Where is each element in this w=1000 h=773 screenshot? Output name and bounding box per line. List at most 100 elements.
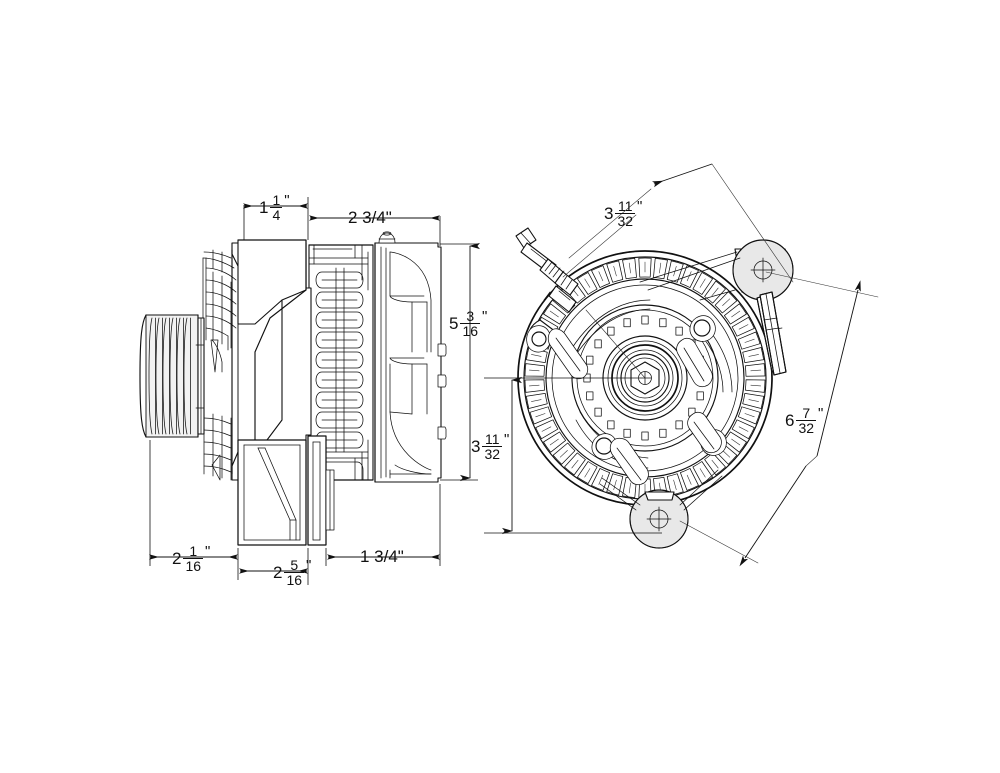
vent-fin-rib <box>699 278 706 288</box>
dim-text: 2 3/4" <box>348 208 392 227</box>
vent-fin <box>742 393 764 409</box>
vent-fin <box>529 406 553 425</box>
dim-fraction: 1 4 <box>270 192 283 223</box>
rear-cover <box>374 231 447 483</box>
dim-label-side-height: 5 3 16 " <box>449 309 487 338</box>
mount-ear-upper-right <box>676 315 716 388</box>
vent-fin <box>680 265 699 288</box>
vent-fin-rib <box>731 438 741 446</box>
vent-fin-rib <box>549 310 559 318</box>
vent-fin <box>591 265 610 288</box>
leader-line <box>711 163 794 283</box>
vent-fin-rib <box>686 474 692 485</box>
vent-fin-rib <box>531 399 542 402</box>
vent-fin <box>606 260 624 283</box>
vent-fin <box>526 393 548 409</box>
vent-fin <box>680 468 699 491</box>
vent-fin <box>744 363 766 377</box>
rotor-rivet <box>586 355 594 365</box>
rear-cover-tab <box>437 374 447 388</box>
dim-gap <box>805 455 818 467</box>
dim-label-side-bottom-1: 2 1 16 " <box>172 544 210 573</box>
dim-whole: 6 <box>785 411 795 430</box>
dim-line-front-top <box>652 163 713 188</box>
leader-line <box>568 188 652 259</box>
rotor-rivet <box>641 315 649 325</box>
rotor-rivet <box>594 407 602 417</box>
mount-ear-upper-left <box>526 319 589 380</box>
dim-fraction: 1 16 <box>183 543 204 574</box>
vent-fin-rib <box>584 278 591 288</box>
leader-line <box>562 214 637 278</box>
serpentine-pulley <box>139 314 205 438</box>
dim-label-side-bottom-2: 2 5 16 " <box>273 558 311 587</box>
inch-mark: " <box>284 192 290 209</box>
vent-fin-rib <box>711 459 719 469</box>
vent-fin-rib <box>722 298 731 306</box>
mounting-foot-tab <box>307 435 327 546</box>
drive-end-housing <box>202 239 335 546</box>
vent-fin-rib <box>598 474 604 485</box>
vent-fin-rib <box>744 413 755 418</box>
dim-fraction: 3 16 <box>460 308 481 339</box>
vent-fin-rib <box>559 450 568 458</box>
vent-fin-rib <box>748 354 759 357</box>
vent-fin-rib <box>711 287 719 297</box>
rotor-rivet <box>607 420 615 430</box>
dim-whole: 1 <box>259 198 269 217</box>
vent-fin <box>524 363 546 377</box>
vent-fin-rib <box>598 271 604 282</box>
dim-fraction: 11 32 <box>482 431 503 462</box>
vent-fin-rib <box>699 468 706 478</box>
vent-fin <box>742 347 764 363</box>
housing-nose-rib <box>210 339 219 373</box>
vent-fin-rib <box>571 459 579 469</box>
rear-cover-tab <box>437 343 447 357</box>
dim-fraction: 5 16 <box>284 557 305 588</box>
dim-text: 1 3/4" <box>360 547 404 566</box>
dim-fraction: 7 32 <box>796 405 817 436</box>
dim-label-side-top-2: 2 3/4" <box>348 209 392 226</box>
vent-fin <box>744 379 766 393</box>
dim-whole: 3 <box>471 437 481 456</box>
rotor-rivet <box>696 391 704 401</box>
rotor-rivet <box>641 431 649 441</box>
dim-line-front-right-upper <box>816 280 861 457</box>
rotor-rivet <box>659 318 667 328</box>
dim-label-front-top: 3 11 32 " <box>604 199 642 228</box>
dim-whole: 2 <box>172 549 182 568</box>
vent-fin <box>737 331 761 350</box>
vent-fin-rib <box>750 384 761 387</box>
vent-fin-rib <box>744 338 755 343</box>
vent-fin-rib <box>628 482 631 494</box>
vent-fin-rib <box>529 369 540 372</box>
dim-label-front-left: 3 11 32 " <box>471 432 509 461</box>
rotor-rivet <box>586 391 594 401</box>
inch-mark: " <box>205 543 211 560</box>
inch-mark: " <box>482 308 488 325</box>
vent-fin-rib <box>529 384 540 387</box>
vent-fin <box>737 406 761 425</box>
rear-cover-tab <box>437 426 447 440</box>
hub-leader <box>585 309 646 379</box>
vent-fin-rib <box>531 354 542 357</box>
dim-fraction: 11 32 <box>615 198 636 229</box>
b-plus-terminal-stud <box>515 227 579 313</box>
rear-cover-dome <box>378 232 396 244</box>
inch-mark: " <box>818 405 824 422</box>
dim-line-front-right-lower <box>739 465 807 567</box>
vent-fin-rib <box>535 413 546 418</box>
vent-fin <box>622 258 637 280</box>
rotor-rivet <box>594 339 602 349</box>
rotor-rivet <box>607 326 615 336</box>
vent-fin-rib <box>584 468 591 478</box>
vent-fin <box>591 468 610 491</box>
vent-fin-rib <box>731 310 741 318</box>
vent-fin <box>524 379 546 393</box>
vent-fin-rib <box>750 369 761 372</box>
side-bracket-rail <box>759 291 787 376</box>
inch-mark: " <box>306 557 312 574</box>
mounting-boss-bottom[interactable] <box>599 469 723 549</box>
rotor-rivet <box>659 428 667 438</box>
